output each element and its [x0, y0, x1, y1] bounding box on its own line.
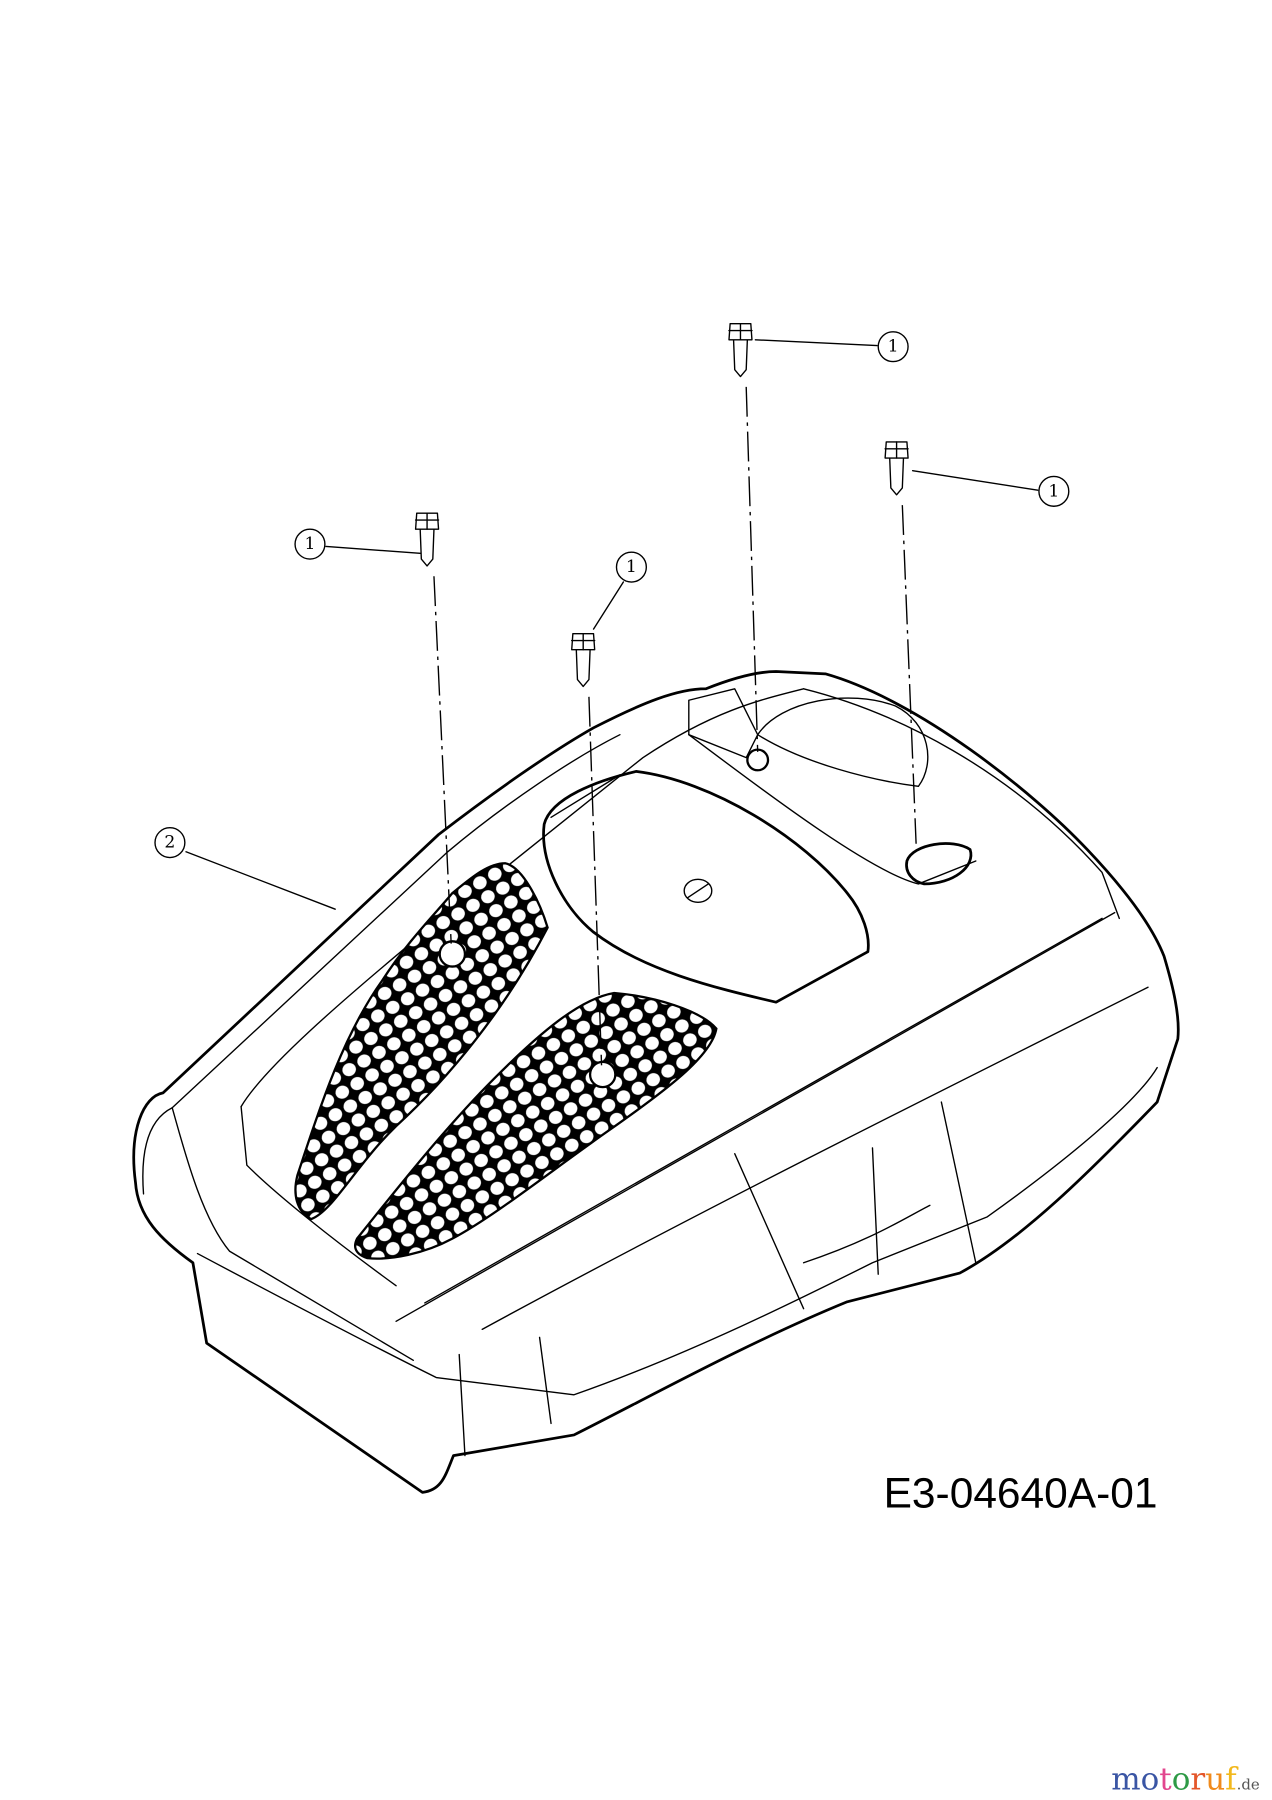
logo-suffix: .de: [1237, 1776, 1260, 1794]
logo-letter: u: [1205, 1762, 1225, 1798]
callout-1-screw-center: 1: [615, 551, 648, 583]
screw-right: [884, 441, 909, 496]
svg-text:1: 1: [305, 534, 316, 554]
logo-letter: o: [1141, 1762, 1160, 1798]
hood-screw-icon: [683, 878, 713, 903]
assembly-axis-right: [901, 505, 917, 844]
drawing-number: E3-04640A-01: [884, 1469, 1158, 1516]
assembly-axis-top: [745, 386, 759, 752]
callout-1-screw-left: 1: [294, 528, 326, 560]
center-mount-hole: [588, 1060, 617, 1089]
hood-panel: [542, 770, 870, 1004]
svg-text:1: 1: [888, 337, 899, 357]
left-vent-grille: [294, 862, 549, 1221]
screw-center: [571, 632, 596, 688]
screw-left: [414, 512, 440, 567]
assembly-axis-center: [588, 696, 603, 1066]
logo-letter: m: [1111, 1762, 1140, 1798]
callout-2-engine-cover: 2: [154, 826, 186, 859]
callout-1-screw-right: 1: [1038, 475, 1070, 507]
svg-text:1: 1: [1048, 481, 1059, 501]
logo-letter: r: [1190, 1762, 1205, 1798]
cover-outer-edge: [132, 670, 1180, 1494]
callout-1-screw-top: 1: [877, 331, 909, 363]
motoruf-logo: motoruf.de: [1111, 1762, 1260, 1798]
assembly-axis-left: [433, 576, 452, 944]
cover-slot: [905, 842, 973, 886]
fuel-cap-recess: [756, 697, 929, 788]
logo-letter: t: [1159, 1762, 1172, 1798]
engine-cover: [132, 670, 1180, 1494]
logo-letter: o: [1172, 1762, 1191, 1798]
svg-text:1: 1: [626, 557, 637, 577]
left-mount-hole: [438, 940, 467, 968]
right-vent-grille: [354, 991, 718, 1260]
screw-top: [728, 323, 753, 378]
logo-letter: f: [1225, 1762, 1239, 1798]
svg-text:2: 2: [164, 833, 175, 853]
